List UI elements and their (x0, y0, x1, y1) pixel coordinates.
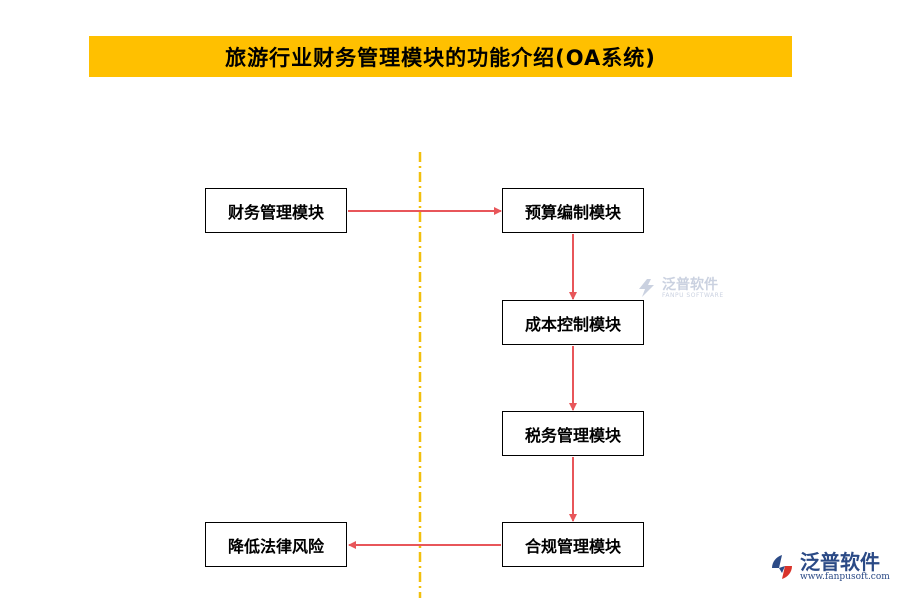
node-tax-management: 税务管理模块 (502, 411, 644, 456)
node-compliance: 合规管理模块 (502, 522, 644, 567)
page-title: 旅游行业财务管理模块的功能介绍(OA系统) (225, 45, 656, 70)
node-cost-control: 成本控制模块 (502, 300, 644, 345)
watermark-name: 泛普软件 (662, 276, 718, 293)
watermark-name: 泛普软件 (800, 550, 880, 574)
fanpu-logo-icon (772, 555, 792, 579)
node-legal-risk: 降低法律风险 (205, 522, 347, 567)
watermark-corner: 泛普软件 www.fanpusoft.com (768, 552, 890, 582)
node-finance-management: 财务管理模块 (205, 188, 347, 233)
watermark-url[interactable]: www.fanpusoft.com (800, 572, 890, 582)
watermark-subtitle: FANPU SOFTWARE (662, 291, 724, 299)
watermark-center: 泛普软件 FANPU SOFTWARE (636, 277, 724, 299)
fanpu-logo-icon (639, 279, 654, 297)
title-bar: 旅游行业财务管理模块的功能介绍(OA系统) (89, 36, 792, 77)
node-budget: 预算编制模块 (502, 188, 644, 233)
